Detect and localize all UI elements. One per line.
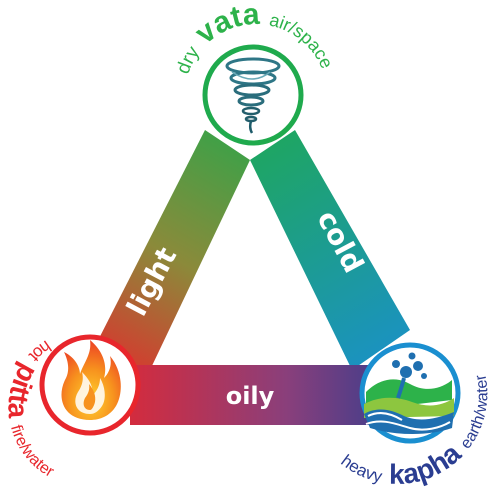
kapha-element: earth/water [457,372,491,452]
tornado-icon [225,57,281,134]
node-kapha [359,342,461,444]
pitta-name: pitta [2,359,44,419]
waves-icon [364,352,454,434]
triangle-edges [88,130,410,425]
edge-right-band [250,130,410,370]
pitta-element: fire/water [7,423,57,481]
node-vata [202,44,304,146]
vata-prefix: dry [173,42,204,77]
node-pitta [39,334,141,436]
kapha-name: kapha [389,437,467,490]
vata-name: vata [189,0,261,50]
edge-left-band [88,130,250,370]
kapha-prefix: heavy [337,451,384,486]
edge-bottom-band [130,365,375,425]
edge-label-bottom: oily [226,382,275,410]
flame-icon [61,340,121,420]
